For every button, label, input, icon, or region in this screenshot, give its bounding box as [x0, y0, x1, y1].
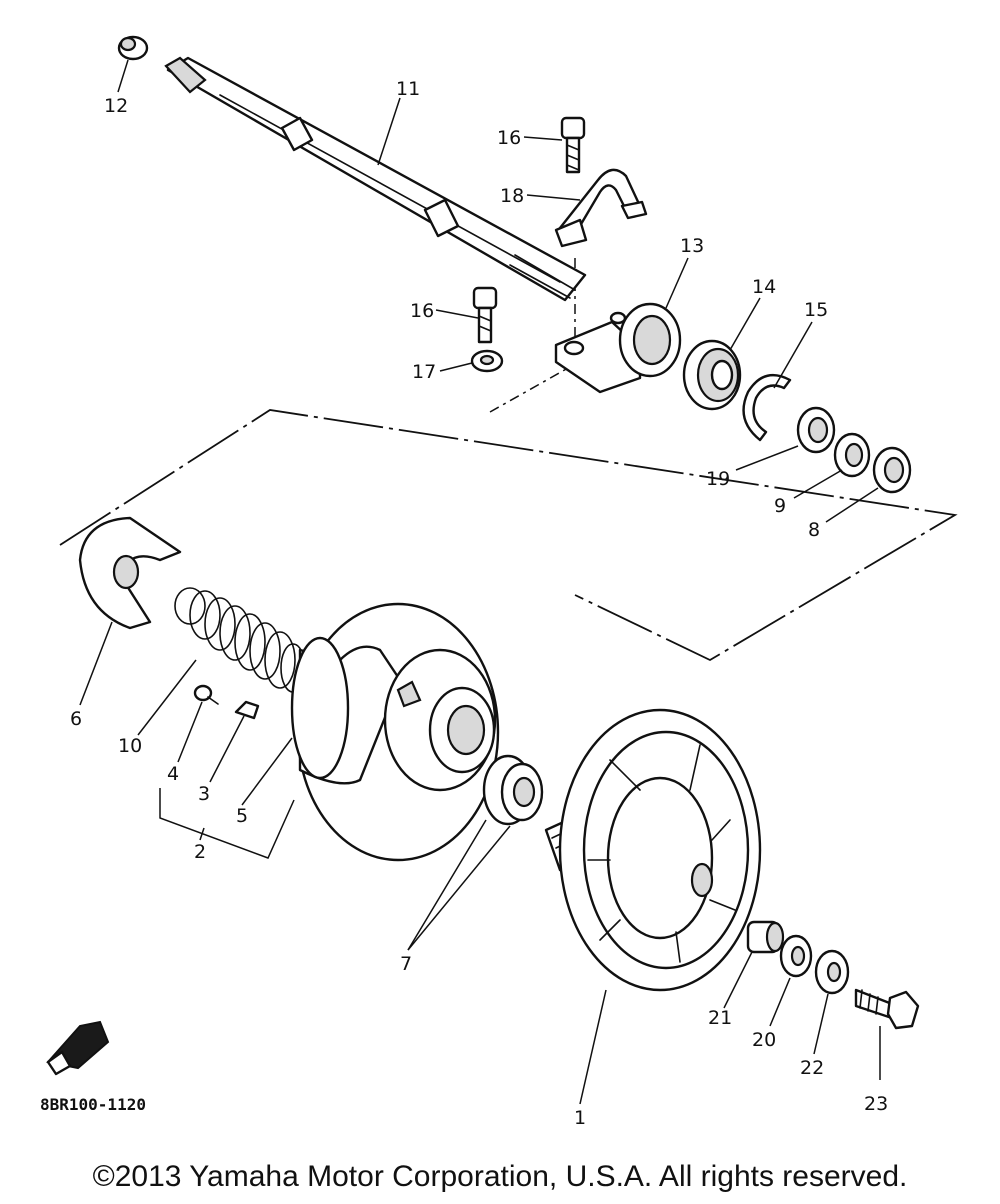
part-19-washer — [796, 406, 836, 454]
callout-13: 13 — [680, 235, 704, 257]
callout-7: 7 — [400, 953, 412, 975]
part-11-shaft — [164, 56, 587, 302]
part-13-bearing-housing — [554, 302, 682, 394]
part-8-washer — [872, 446, 912, 494]
callout-12: 12 — [104, 95, 128, 117]
part-5-movable-sheave — [290, 602, 500, 862]
callout-15: 15 — [804, 299, 828, 321]
copyright-notice: ©2013 Yamaha Motor Corporation, U.S.A. A… — [92, 1160, 908, 1193]
drawing-code: 8BR100-1120 — [40, 1095, 146, 1114]
part-16-bolt-upper — [560, 116, 586, 174]
callout-23: 23 — [864, 1093, 888, 1115]
callout-1: 1 — [574, 1107, 586, 1129]
part-9-washer — [833, 432, 871, 478]
leader-lines — [79, 59, 881, 1105]
part-16-bolt-lower — [472, 286, 498, 344]
callout-17: 17 — [412, 361, 436, 383]
assembly-frame — [59, 258, 958, 662]
callout-21: 21 — [708, 1007, 732, 1029]
callout-14: 14 — [752, 276, 776, 298]
callout-6: 6 — [70, 708, 82, 730]
callout-8: 8 — [808, 519, 820, 541]
part-1-fixed-sheave — [544, 708, 762, 992]
part-21-collar — [746, 920, 785, 954]
callout-3: 3 — [198, 783, 210, 805]
part-18-bracket — [554, 168, 648, 248]
callout-10: 10 — [118, 735, 142, 757]
part-20-washer — [779, 934, 813, 978]
front-direction-arrow-icon — [46, 1020, 110, 1076]
part-7-bushing — [482, 754, 544, 826]
callout-18: 18 — [500, 185, 524, 207]
part-23-bolt — [854, 988, 920, 1030]
part-15-circlip — [742, 373, 792, 442]
part-22-washer — [814, 949, 850, 995]
callout-5: 5 — [236, 805, 248, 827]
part-6-cam — [78, 516, 182, 630]
callout-2: 2 — [194, 841, 206, 863]
part-10-spring — [174, 587, 306, 693]
callout-19: 19 — [706, 468, 730, 490]
part-12-cap — [117, 35, 149, 61]
callout-16-lower: 16 — [410, 300, 434, 322]
callout-4: 4 — [167, 763, 179, 785]
callout-20: 20 — [752, 1029, 776, 1051]
part-3-slider — [234, 700, 260, 720]
callout-22: 22 — [800, 1057, 824, 1079]
part-4-screw — [193, 684, 219, 705]
callout-16-upper: 16 — [497, 127, 521, 149]
callout-labels: 12 11 16 18 13 14 15 16 17 19 9 8 6 10 4… — [70, 78, 888, 1129]
callout-9: 9 — [774, 495, 786, 517]
part-14-bearing — [682, 339, 742, 411]
part-17-washer — [470, 349, 504, 373]
callout-11: 11 — [396, 78, 420, 100]
